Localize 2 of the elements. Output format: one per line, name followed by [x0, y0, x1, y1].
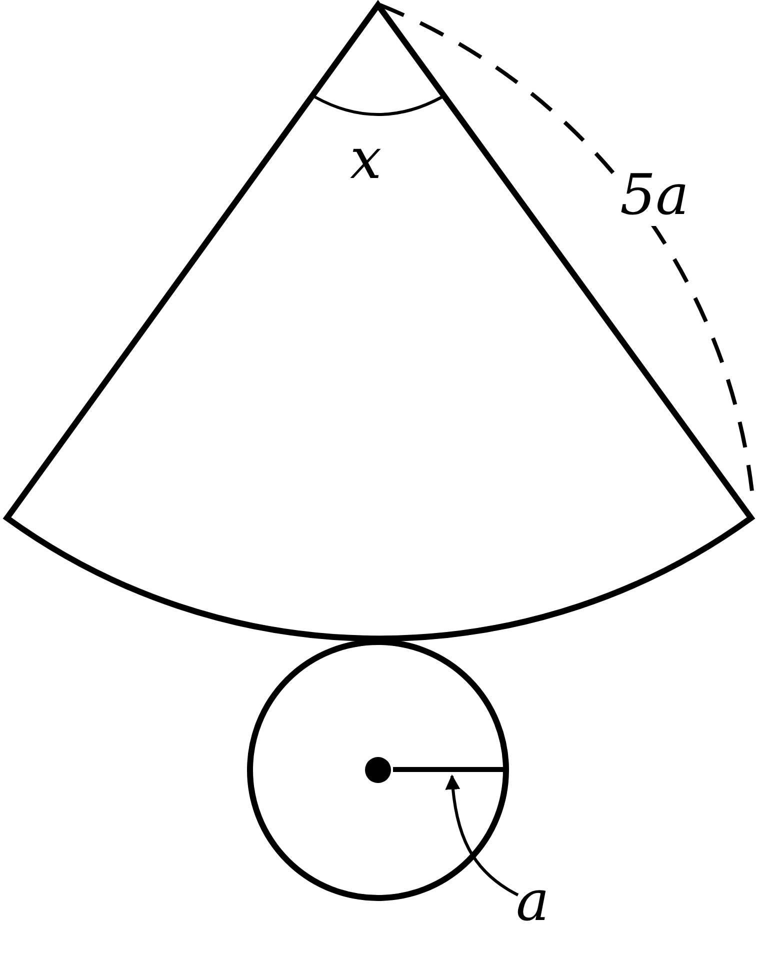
leader-line	[446, 774, 519, 896]
radius-label: a	[516, 872, 550, 932]
